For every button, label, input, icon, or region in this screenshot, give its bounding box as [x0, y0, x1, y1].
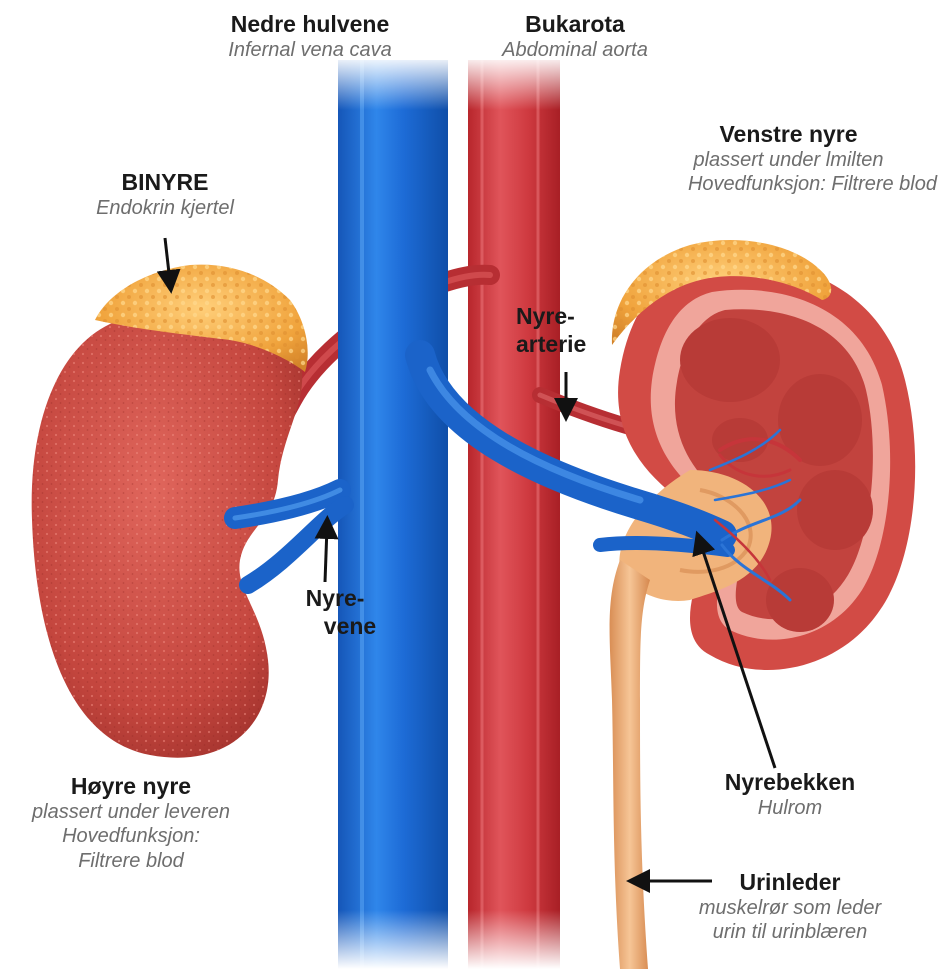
left-kidney-line2: Hovedfunksjon: Filtrere blod [580, 172, 937, 196]
ureter-label: Urinleder muskelrør som leder urin til u… [665, 868, 915, 945]
adrenal-title: BINYRE [70, 168, 260, 196]
aorta-subtitle: Abdominal aorta [460, 38, 690, 62]
aorta-title: Bukarota [460, 10, 690, 38]
right-kidney-label: Høyre nyre plassert under leveren Hovedf… [0, 772, 262, 873]
adrenal-subtitle: Endokrin kjertel [70, 196, 260, 220]
left-kidney-line1: plassert under lmilten [580, 148, 937, 172]
renal-vein-pointer [325, 527, 327, 582]
vena-cava-subtitle: Infernal vena cava [195, 38, 425, 62]
ureter-line1: muskelrør som leder [665, 896, 915, 920]
inferior-vena-cava [338, 60, 448, 969]
right-kidney [32, 309, 303, 757]
renal-pyramid [797, 470, 873, 550]
right-kidney-line1: plassert under leveren [0, 800, 262, 824]
renal-vein-line1: Nyre- [285, 584, 385, 612]
ureter-title: Urinleder [665, 868, 915, 896]
left-kidney-title: Venstre nyre [580, 120, 937, 148]
renal-vein-line2: vene [285, 612, 385, 640]
left-kidney [618, 261, 915, 670]
adrenal-label: BINYRE Endokrin kjertel [70, 168, 260, 220]
right-kidney-title: Høyre nyre [0, 772, 262, 800]
ureter [610, 560, 650, 969]
aorta-label: Bukarota Abdominal aorta [460, 10, 690, 62]
renal-vein-right [235, 490, 345, 585]
renal-artery-line2: arterie [516, 330, 626, 358]
vena-cava-label: Nedre hulvene Infernal vena cava [195, 10, 425, 62]
renal-artery-label: Nyre- arterie [516, 302, 626, 358]
left-kidney-label: Venstre nyre plassert under lmilten Hove… [580, 120, 937, 197]
right-kidney-line2: Hovedfunksjon: [0, 824, 262, 848]
renal-pyramid [766, 568, 834, 632]
renal-pyramid [680, 318, 780, 402]
vena-cava-title: Nedre hulvene [195, 10, 425, 38]
ureter-line2: urin til urinblæren [665, 920, 915, 944]
renal-pelvis-title: Nyrebekken [690, 768, 890, 796]
abdominal-aorta [468, 60, 560, 969]
renal-pelvis-label: Nyrebekken Hulrom [690, 768, 890, 820]
renal-artery-line1: Nyre- [516, 302, 626, 330]
right-kidney-line3: Filtrere blod [0, 849, 262, 873]
renal-vein-label: Nyre- vene [285, 584, 385, 640]
renal-pelvis-subtitle: Hulrom [690, 796, 890, 820]
